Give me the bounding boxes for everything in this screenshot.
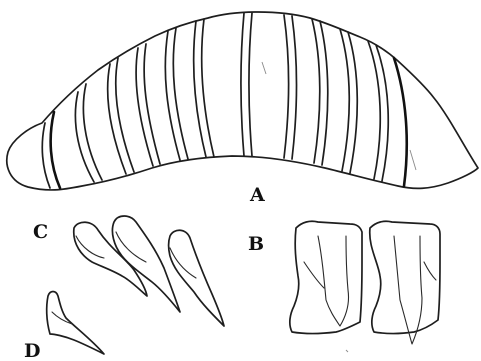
spine-outline — [47, 292, 104, 355]
plates-drawing — [290, 221, 440, 352]
segment-line — [394, 58, 407, 186]
segment-line — [292, 16, 297, 159]
segment-line — [194, 21, 206, 157]
larva-drawing — [7, 12, 478, 190]
segment-line — [241, 13, 244, 156]
spine-outline — [112, 216, 180, 312]
label-a: A — [249, 184, 265, 206]
segment-line — [51, 112, 60, 188]
segment-line — [284, 15, 289, 158]
spine-base — [170, 248, 196, 278]
segment-line — [108, 64, 126, 174]
spine-base — [52, 312, 72, 324]
segment-line — [320, 21, 328, 165]
segment-line — [42, 123, 50, 188]
spine-outline — [74, 222, 147, 296]
spines-drawing — [74, 216, 224, 326]
texture-mark — [346, 350, 348, 352]
segment-line — [312, 19, 320, 163]
plate-inner — [424, 262, 436, 280]
plate-inner — [318, 236, 349, 326]
plate-inner — [394, 236, 422, 344]
segment-line — [340, 29, 349, 171]
plate-outline — [290, 221, 362, 333]
label-b: B — [248, 233, 264, 255]
plate-inner — [304, 262, 324, 288]
segment-line — [249, 13, 252, 156]
segment-line — [368, 41, 380, 179]
label-d: D — [24, 340, 40, 361]
label-c: C — [33, 221, 48, 243]
segment-line — [165, 31, 180, 160]
texture-mark — [262, 62, 266, 74]
single-spine-drawing — [47, 292, 104, 355]
spine-base — [76, 236, 104, 258]
texture-mark — [410, 150, 416, 170]
spine-base — [116, 232, 146, 262]
segment-line — [75, 92, 94, 182]
segment-line — [202, 19, 214, 157]
